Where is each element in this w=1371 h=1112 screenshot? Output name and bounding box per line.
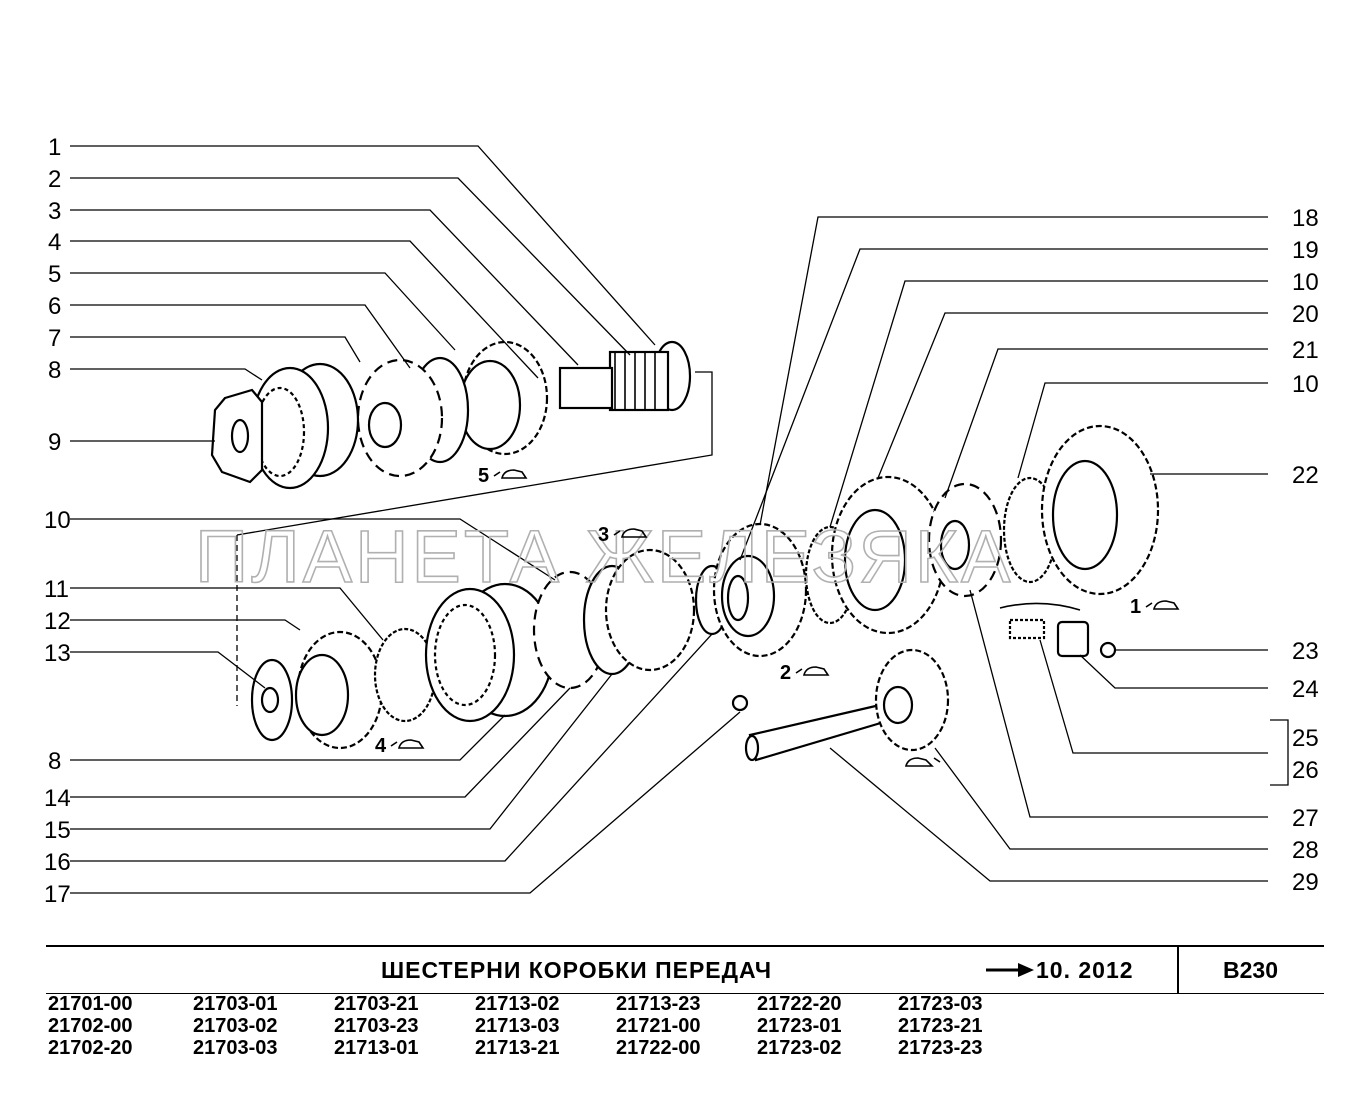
model-column: 21703-21 21703-23 21713-01	[334, 993, 419, 1059]
gear-label-3: 3	[598, 524, 609, 546]
callout-11: 11	[44, 576, 69, 603]
callout-8b: 8	[48, 748, 61, 775]
callout-10r: 10	[1292, 269, 1319, 296]
car-icon	[390, 739, 425, 749]
model-column: 21722-20 21723-01 21723-02	[757, 993, 842, 1059]
car-icon	[613, 528, 648, 538]
middle-assembly	[250, 548, 730, 750]
callout-12: 12	[44, 608, 71, 635]
arrow-right-icon	[986, 963, 1034, 977]
model-code: 21723-23	[898, 1037, 983, 1059]
callout-19: 19	[1292, 237, 1319, 264]
model-code: 21713-02	[475, 993, 560, 1015]
model-code: 21702-20	[48, 1037, 133, 1059]
gear-label-4: 4	[375, 735, 387, 757]
callout-20: 20	[1292, 301, 1319, 328]
model-column: 21723-03 21723-21 21723-23	[898, 993, 983, 1059]
callout-17: 17	[44, 881, 71, 908]
model-code: 21723-03	[898, 993, 983, 1015]
title-cell: ШЕСТЕРНИ КОРОБКИ ПЕРЕДАЧ 10. 2012	[46, 947, 1170, 993]
callout-27: 27	[1292, 805, 1319, 832]
model-column: 21701-00 21702-00 21702-20	[48, 993, 133, 1059]
watermark: ПЛАНЕТА ЖЕЛЕЗЯКА	[195, 515, 1013, 598]
model-code: 21722-20	[757, 993, 842, 1015]
callout-8: 8	[48, 357, 61, 384]
model-code: 21713-01	[334, 1037, 419, 1059]
model-code: 21721-00	[616, 1015, 701, 1037]
callout-5: 5	[48, 261, 61, 288]
right-assembly	[712, 424, 1160, 762]
gear-label-2: 2	[780, 662, 791, 684]
page-title: ШЕСТЕРНИ КОРОБКИ ПЕРЕДАЧ	[381, 957, 773, 983]
callouts-right: 18 19 10 20 21 10 22 23 24 25 26 27 28 2…	[1292, 205, 1319, 896]
callout-10: 10	[44, 507, 71, 534]
model-code: 21701-00	[48, 993, 133, 1015]
callout-15: 15	[44, 817, 71, 844]
callout-6: 6	[48, 293, 61, 320]
title-block: ШЕСТЕРНИ КОРОБКИ ПЕРЕДАЧ 10. 2012 В230	[46, 945, 1324, 994]
validity-date: 10. 2012	[1036, 957, 1134, 983]
callout-22: 22	[1292, 462, 1319, 489]
callout-18: 18	[1292, 205, 1319, 232]
model-code: 21723-01	[757, 1015, 842, 1037]
model-code: 21713-03	[475, 1015, 560, 1037]
model-column: 21703-01 21703-02 21703-03	[193, 993, 278, 1059]
model-code: 21703-02	[193, 1015, 278, 1037]
callout-3: 3	[48, 198, 61, 225]
model-code: 21703-01	[193, 993, 278, 1015]
callout-7: 7	[48, 325, 61, 352]
model-code: 21703-03	[193, 1037, 278, 1059]
leader-lines-right	[739, 216, 1289, 882]
car-icon	[1145, 600, 1180, 610]
model-code: 21723-02	[757, 1037, 842, 1059]
callout-10r2: 10	[1292, 371, 1319, 398]
callout-26: 26	[1292, 757, 1319, 784]
callout-21: 21	[1292, 337, 1319, 364]
callout-25: 25	[1292, 725, 1319, 752]
callout-14: 14	[44, 785, 71, 812]
diagram-code: В230	[1223, 957, 1278, 983]
callout-23: 23	[1292, 638, 1319, 665]
gear-label-1: 1	[1130, 596, 1141, 618]
car-icon	[795, 666, 830, 676]
leader-lines-left	[70, 145, 741, 894]
callout-13: 13	[44, 640, 71, 667]
callout-1: 1	[48, 134, 61, 161]
callout-4: 4	[48, 229, 61, 256]
reverse-car-icon	[904, 757, 941, 767]
callout-24: 24	[1292, 676, 1319, 703]
model-code: 21702-00	[48, 1015, 133, 1037]
callout-16: 16	[44, 849, 71, 876]
model-code: 21713-21	[475, 1037, 560, 1059]
gear-label-5: 5	[478, 465, 489, 487]
callouts-left: 1 2 3 4 5 6 7 8 9 10 11 12 13 8 14 15 16…	[44, 134, 71, 908]
code-cell: В230	[1177, 947, 1326, 993]
callout-29: 29	[1292, 869, 1319, 896]
car-icon	[493, 469, 528, 479]
model-column: 21713-02 21713-03 21713-21	[475, 993, 560, 1059]
callout-9: 9	[48, 429, 61, 456]
gear-markers: 5 3 4 2 1	[375, 465, 1180, 767]
model-code: 21703-21	[334, 993, 419, 1015]
model-column: 21713-23 21721-00 21722-00	[616, 993, 701, 1059]
callout-2: 2	[48, 166, 61, 193]
callout-28: 28	[1292, 837, 1319, 864]
upper-assembly	[210, 340, 692, 490]
model-code: 21722-00	[616, 1037, 701, 1059]
model-code: 21703-23	[334, 1015, 419, 1037]
model-code: 21713-23	[616, 993, 701, 1015]
model-code: 21723-21	[898, 1015, 983, 1037]
